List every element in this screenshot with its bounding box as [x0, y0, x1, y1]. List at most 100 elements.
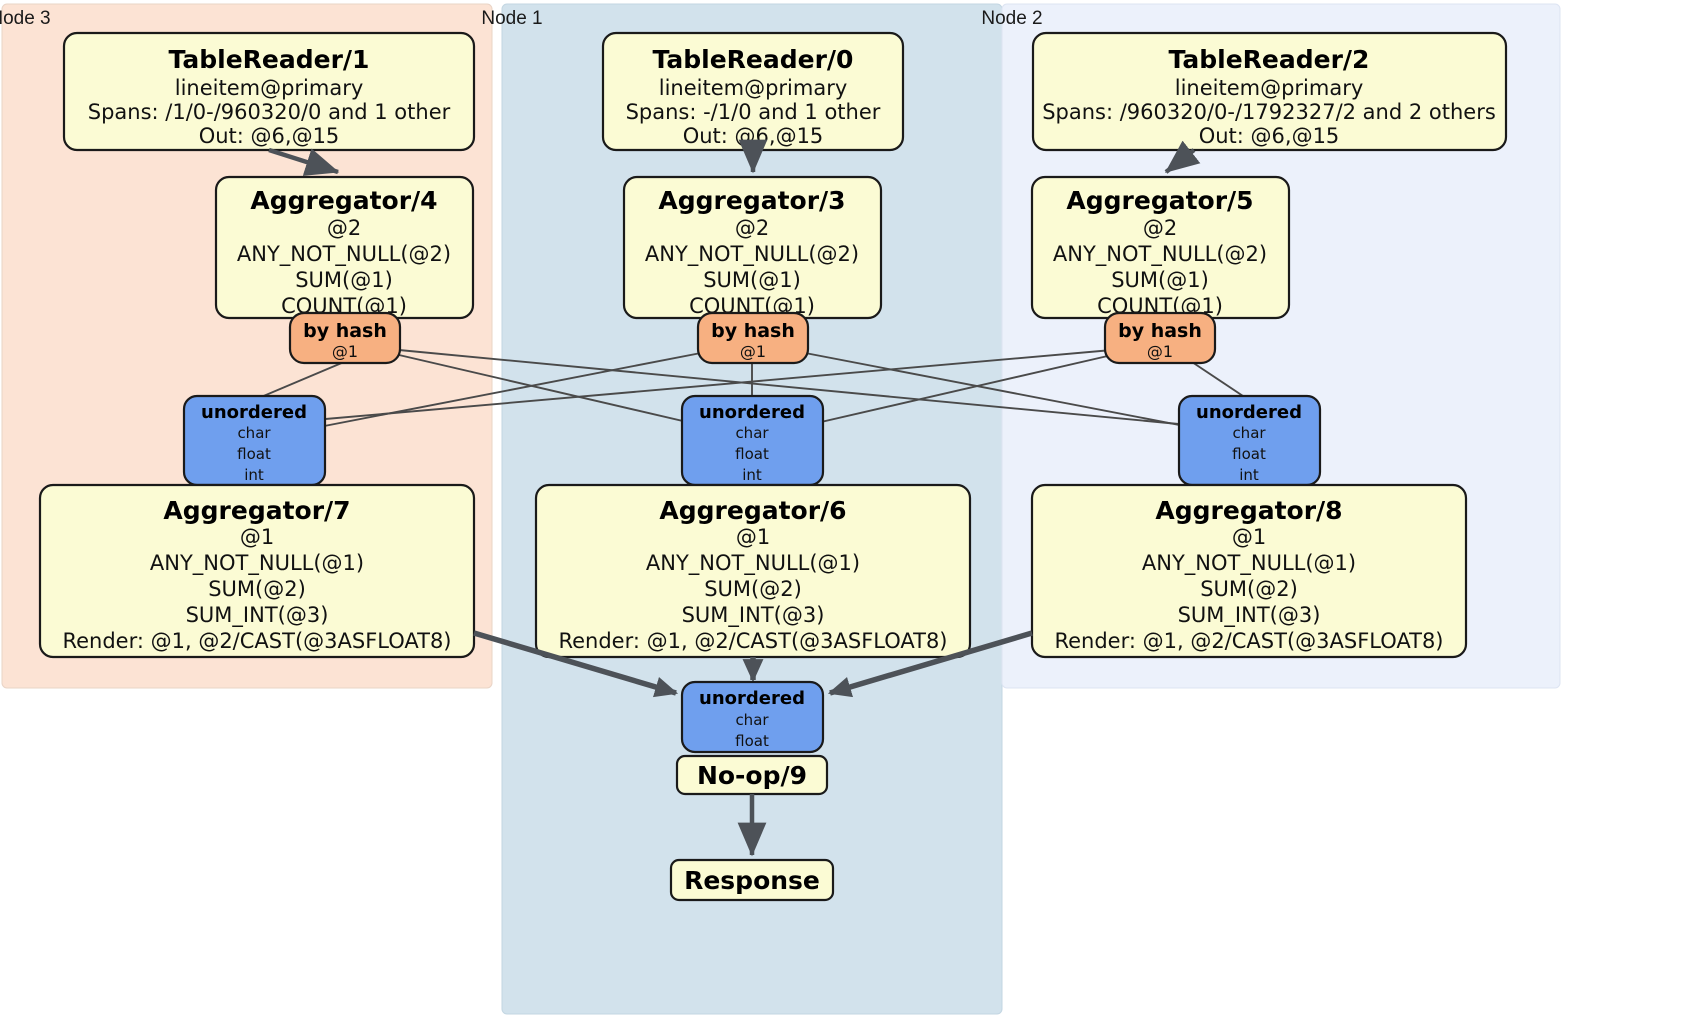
aggregator7-line-2: SUM(@2)	[208, 577, 306, 601]
byhash-left-title: by hash	[303, 320, 387, 342]
byhash-right-box[interactable]	[1103, 311, 1217, 365]
aggregator5-line-1: ANY_NOT_NULL(@2)	[1053, 242, 1267, 267]
aggregator4-line-1: ANY_NOT_NULL(@2)	[237, 242, 451, 267]
aggregator3-line-0: @2	[735, 216, 769, 240]
byhash-right-title: by hash	[1118, 320, 1202, 342]
tablereader2-box[interactable]	[1031, 31, 1508, 152]
unordered-right-line-2: int	[1239, 466, 1259, 484]
node-aggregator4[interactable]: Aggregator/4 @2 ANY_NOT_NULL(@2) SUM(@1)…	[214, 175, 475, 320]
tablereader0-title: TableReader/0	[653, 45, 854, 74]
node-unordered-right[interactable]: unordered char float int	[1177, 394, 1322, 487]
aggregator3-title: Aggregator/3	[658, 186, 845, 215]
unordered-right-title: unordered	[1196, 402, 1302, 423]
unordered-left-title: unordered	[201, 402, 307, 423]
tablereader1-line-0: lineitem@primary	[175, 76, 364, 100]
node-unordered-center[interactable]: unordered char float int	[680, 394, 825, 487]
node-byhash-right[interactable]: by hash @1	[1103, 311, 1217, 365]
aggregator6-line-0: @1	[736, 525, 770, 549]
node-aggregator8[interactable]: Aggregator/8 @1 ANY_NOT_NULL(@1) SUM(@2)…	[1030, 483, 1468, 659]
unordered-final-line-0: char	[735, 711, 769, 729]
aggregator6-line-2: SUM(@2)	[704, 577, 802, 601]
tablereader1-line-1: Spans: /1/0-/960320/0 and 1 other	[88, 100, 451, 124]
aggregator7-line-1: ANY_NOT_NULL(@1)	[150, 551, 364, 576]
node-tablereader1[interactable]: TableReader/1 lineitem@primary Spans: /1…	[62, 31, 476, 152]
node-aggregator5[interactable]: Aggregator/5 @2 ANY_NOT_NULL(@2) SUM(@1)…	[1030, 175, 1291, 320]
aggregator8-title: Aggregator/8	[1155, 496, 1342, 525]
response-title: Response	[684, 866, 820, 895]
node-unordered-left[interactable]: unordered char float int	[182, 394, 327, 487]
edge-agg8-final	[827, 630, 1033, 698]
node-aggregator3[interactable]: Aggregator/3 @2 ANY_NOT_NULL(@2) SUM(@1)…	[622, 175, 883, 320]
byhash-right-line-0: @1	[1147, 342, 1173, 361]
noop9-title: No-op/9	[697, 761, 807, 790]
node-unordered-final[interactable]: unordered char float	[680, 680, 825, 754]
unordered-left-line-1: float	[237, 445, 271, 463]
node-aggregator6[interactable]: Aggregator/6 @1 ANY_NOT_NULL(@1) SUM(@2)…	[534, 483, 972, 659]
aggregator7-line-3: SUM_INT(@3)	[186, 603, 329, 628]
tablereader1-line-2: Out: @6,@15	[199, 124, 340, 148]
aggregator3-line-1: ANY_NOT_NULL(@2)	[645, 242, 859, 267]
unordered-final-line-1: float	[735, 732, 769, 750]
node-aggregator7[interactable]: Aggregator/7 @1 ANY_NOT_NULL(@1) SUM(@2)…	[38, 483, 476, 659]
aggregator6-line-3: SUM_INT(@3)	[682, 603, 825, 628]
unordered-final-box[interactable]	[680, 680, 825, 754]
tablereader0-line-2: Out: @6,@15	[683, 124, 824, 148]
node-noop9[interactable]: No-op/9	[675, 754, 829, 796]
panel-label-node1: Node 1	[481, 8, 542, 29]
tablereader0-line-1: Spans: -/1/0 and 1 other	[626, 100, 881, 124]
aggregator3-line-2: SUM(@1)	[703, 268, 801, 292]
edge-agg7-final	[473, 630, 679, 698]
router-stream-edges	[253, 349, 1250, 429]
tablereader2-line-0: lineitem@primary	[1175, 76, 1364, 100]
byhash-center-line-0: @1	[740, 342, 766, 361]
unordered-center-line-0: char	[735, 424, 769, 442]
aggregator4-line-0: @2	[327, 216, 361, 240]
aggregator7-line-4: Render: @1, @2/CAST(@3ASFLOAT8)	[62, 629, 451, 653]
unordered-left-line-0: char	[237, 424, 271, 442]
unordered-center-line-2: int	[742, 466, 762, 484]
panel-label-node2: Node 2	[981, 8, 1042, 29]
aggregator5-line-2: SUM(@1)	[1111, 268, 1209, 292]
node-tablereader2[interactable]: TableReader/2 lineitem@primary Spans: /9…	[1031, 31, 1508, 152]
unordered-left-line-2: int	[244, 466, 264, 484]
aggregator7-title: Aggregator/7	[163, 496, 350, 525]
tablereader2-line-1: Spans: /960320/0-/1792327/2 and 2 others	[1042, 100, 1496, 124]
aggregator6-line-4: Render: @1, @2/CAST(@3ASFLOAT8)	[558, 629, 947, 653]
node-tablereader0[interactable]: TableReader/0 lineitem@primary Spans: -/…	[601, 31, 905, 152]
aggregator5-line-0: @2	[1143, 216, 1177, 240]
aggregator8-line-3: SUM_INT(@3)	[1178, 603, 1321, 628]
response-box[interactable]	[669, 858, 835, 902]
node-response[interactable]: Response	[669, 858, 835, 902]
aggregator7-line-0: @1	[240, 525, 274, 549]
aggregator8-box[interactable]	[1030, 483, 1468, 659]
aggregator8-line-4: Render: @1, @2/CAST(@3ASFLOAT8)	[1054, 629, 1443, 653]
aggregator8-line-2: SUM(@2)	[1200, 577, 1298, 601]
byhash-left-box[interactable]	[288, 311, 402, 365]
panel-label-node3: Node 3	[0, 8, 51, 29]
node-byhash-left[interactable]: by hash @1	[288, 311, 402, 365]
unordered-center-title: unordered	[699, 402, 805, 423]
tablereader2-title: TableReader/2	[1169, 45, 1370, 74]
unordered-center-line-1: float	[735, 445, 769, 463]
aggregator8-line-1: ANY_NOT_NULL(@1)	[1142, 551, 1356, 576]
tablereader1-title: TableReader/1	[169, 45, 370, 74]
aggregator4-title: Aggregator/4	[250, 186, 437, 215]
aggregator8-line-0: @1	[1232, 525, 1266, 549]
aggregator4-line-2: SUM(@1)	[295, 268, 393, 292]
aggregator7-box[interactable]	[38, 483, 476, 659]
node-byhash-center[interactable]: by hash @1	[696, 311, 810, 365]
byhash-left-line-0: @1	[332, 342, 358, 361]
edge-tr1-agg4	[268, 147, 340, 176]
unordered-final-title: unordered	[699, 688, 805, 709]
edge-tr2-agg5	[1164, 140, 1201, 174]
tablereader2-line-2: Out: @6,@15	[1199, 124, 1340, 148]
aggregator6-title: Aggregator/6	[659, 496, 846, 525]
aggregator6-line-1: ANY_NOT_NULL(@1)	[646, 551, 860, 576]
unordered-right-line-1: float	[1232, 445, 1266, 463]
aggregator5-title: Aggregator/5	[1066, 186, 1253, 215]
byhash-center-box[interactable]	[696, 311, 810, 365]
unordered-right-line-0: char	[1232, 424, 1266, 442]
byhash-center-title: by hash	[711, 320, 795, 342]
